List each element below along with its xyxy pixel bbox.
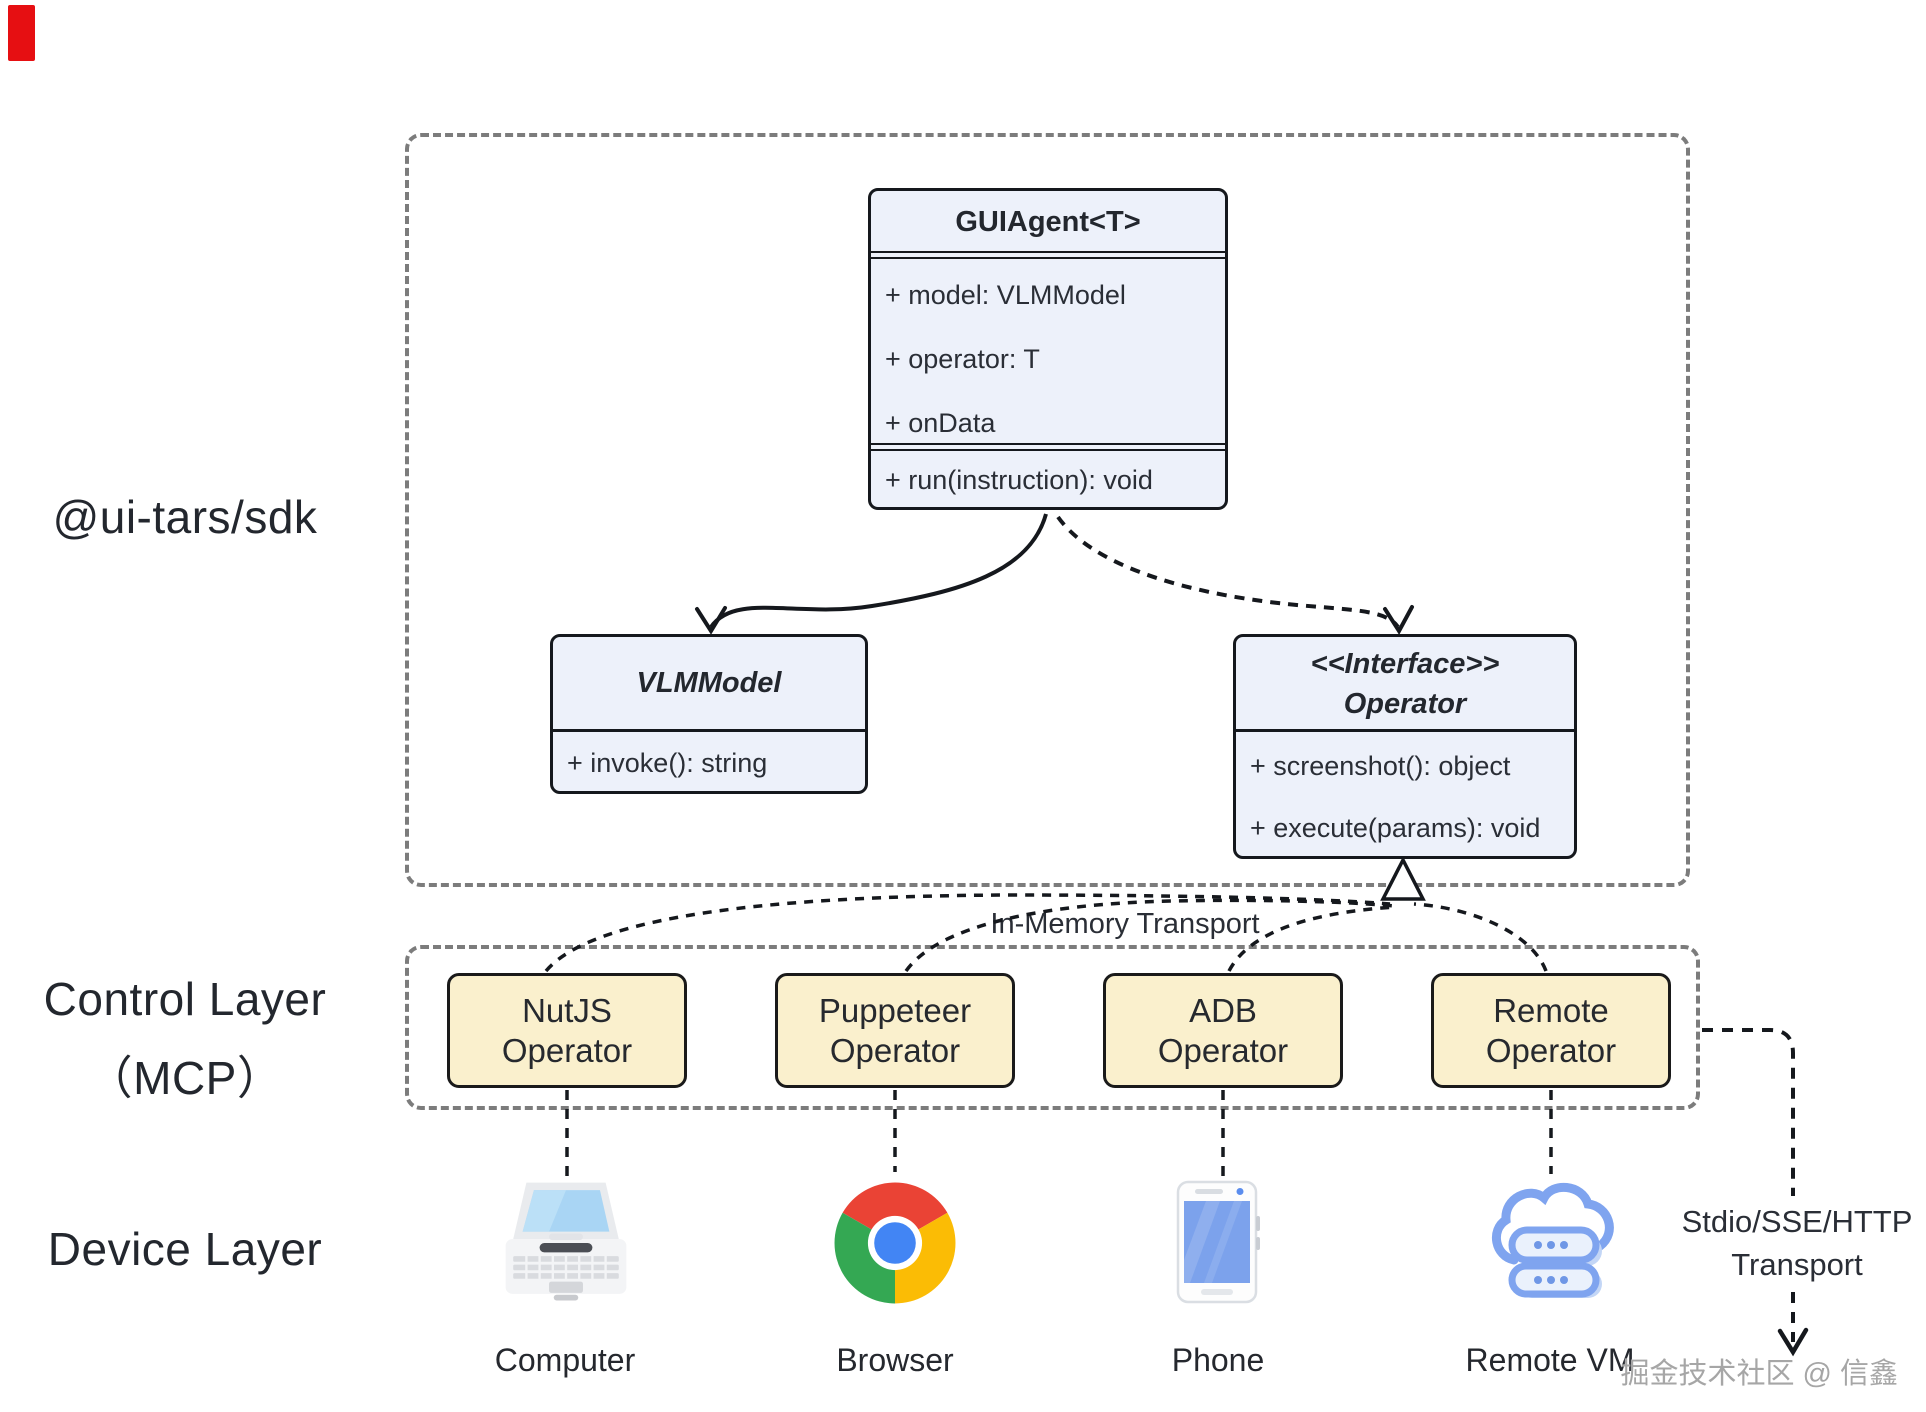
label-ui-tars-sdk: @ui-tars/sdk [52, 491, 318, 543]
operator-box-remote: Remote Operator [1431, 973, 1671, 1088]
cloud-server-icon [1486, 1178, 1618, 1302]
label-control-layer: Control Layer [43, 973, 327, 1025]
red-marker [8, 5, 35, 61]
label-stdio-transport-line2: Transport [1667, 1247, 1926, 1283]
class-guiagent-title: GUIAgent<T> [955, 205, 1141, 238]
class-vlmmodel-method: + invoke(): string [567, 747, 768, 778]
class-operator-method: + screenshot(): object [1250, 750, 1511, 781]
class-operator-method: + execute(params): void [1250, 812, 1541, 843]
class-guiagent-attr: + operator: T [885, 343, 1040, 374]
label-stdio-transport-line1: Stdio/SSE/HTTP [1667, 1204, 1926, 1240]
class-operator-stereotype: <<Interface>> [1310, 647, 1500, 680]
arrowhead-stdio [1777, 1327, 1809, 1357]
operator-box-label: Puppeteer [818, 991, 972, 1029]
separator [553, 729, 865, 732]
laptop-icon [500, 1178, 632, 1306]
label-device-layer: Device Layer [47, 1223, 323, 1275]
class-guiagent-attr: + model: VLMModel [885, 279, 1126, 310]
label-in-memory-transport: In-Memory Transport [990, 908, 1260, 940]
separator [1236, 729, 1574, 732]
device-label-remote-vm: Remote VM [1465, 1342, 1635, 1378]
class-operator-title: Operator [1343, 687, 1467, 720]
operator-box-label: Remote [1493, 991, 1609, 1029]
label-control-layer-mcp: （MCP） [86, 1052, 284, 1104]
separator [871, 443, 1225, 451]
device-label-computer: Computer [494, 1342, 636, 1378]
separator [871, 251, 1225, 259]
watermark: 掘金技术社区 @ 信鑫 [1620, 1358, 1898, 1390]
operator-box-label: Operator [829, 1031, 961, 1069]
chrome-icon [832, 1180, 958, 1306]
operator-box-label: Operator [1485, 1031, 1617, 1069]
operator-box-nutjs: NutJS Operator [447, 973, 687, 1088]
device-label-browser: Browser [836, 1342, 954, 1378]
operator-box-label: ADB [1189, 991, 1257, 1029]
class-vlmmodel: VLMModel + invoke(): string [550, 634, 868, 794]
operator-box-label: Operator [501, 1031, 633, 1069]
operator-box-label: NutJS [522, 991, 612, 1029]
device-label-phone: Phone [1171, 1342, 1265, 1378]
class-vlmmodel-title: VLMModel [636, 666, 782, 699]
operator-box-label: Operator [1157, 1031, 1289, 1069]
class-operator-interface: <<Interface>> Operator + screenshot(): o… [1233, 634, 1577, 859]
operator-box-puppeteer: Puppeteer Operator [775, 973, 1015, 1088]
sdk-container [405, 133, 1690, 887]
link-stdio-top [1702, 1028, 1795, 1196]
phone-icon [1176, 1180, 1262, 1304]
class-guiagent-attr: + onData [885, 407, 996, 438]
class-guiagent-method: + run(instruction): void [885, 464, 1153, 495]
operator-box-adb: ADB Operator [1103, 973, 1343, 1088]
class-guiagent: GUIAgent<T> + model: VLMModel + operator… [868, 188, 1228, 510]
